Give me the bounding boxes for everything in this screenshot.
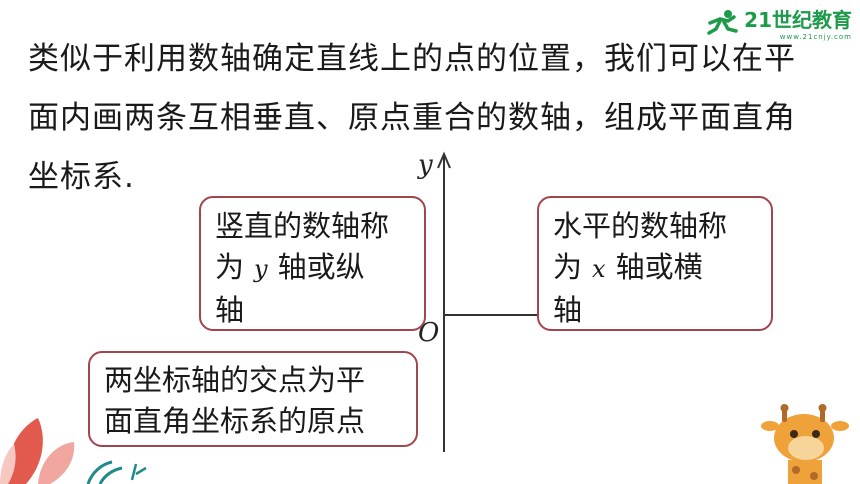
callout-line: 两坐标轴的交点为平 [104,363,366,397]
origin-label: O [418,318,440,348]
callout-line: 竖直的数轴称 [215,209,390,243]
logo-url: www.21cnjy.com [779,33,852,41]
logo-wordmark: 21世纪教育 www.21cnjy.com [744,4,852,41]
intro-paragraph: 类似于利用数轴确定直线上的点的位置，我们可以在平 面内画两条互相垂直、原点重合的… [28,30,836,207]
x-variable: x [592,255,606,283]
paragraph-line: 面内画两条互相垂直、原点重合的数轴，组成平面直角 [28,100,796,136]
leaf-decoration-icon [0,418,147,484]
callout-line: 水平的数轴称 [553,209,728,243]
y-axis-arrow [437,151,451,169]
callout-line: 面直角坐标系的原点 [104,404,366,438]
paragraph-line: 坐标系. [28,159,135,195]
brand-logo: 21世纪教育 www.21cnjy.com [706,4,852,41]
paragraph-line: 类似于利用数轴确定直线上的点的位置，我们可以在平 [28,41,796,77]
giraffe-mascot-icon [761,404,849,484]
callout-line: 轴 [553,293,583,327]
callout-line: 轴 [215,293,245,327]
y-variable: y [254,255,268,283]
callout-origin: 两坐标轴的交点为平 面直角坐标系的原点 [88,351,418,447]
y-axis-label: y [418,150,433,180]
logo-text: 21世纪教育 [744,8,852,32]
runner-logo-icon [707,9,738,35]
